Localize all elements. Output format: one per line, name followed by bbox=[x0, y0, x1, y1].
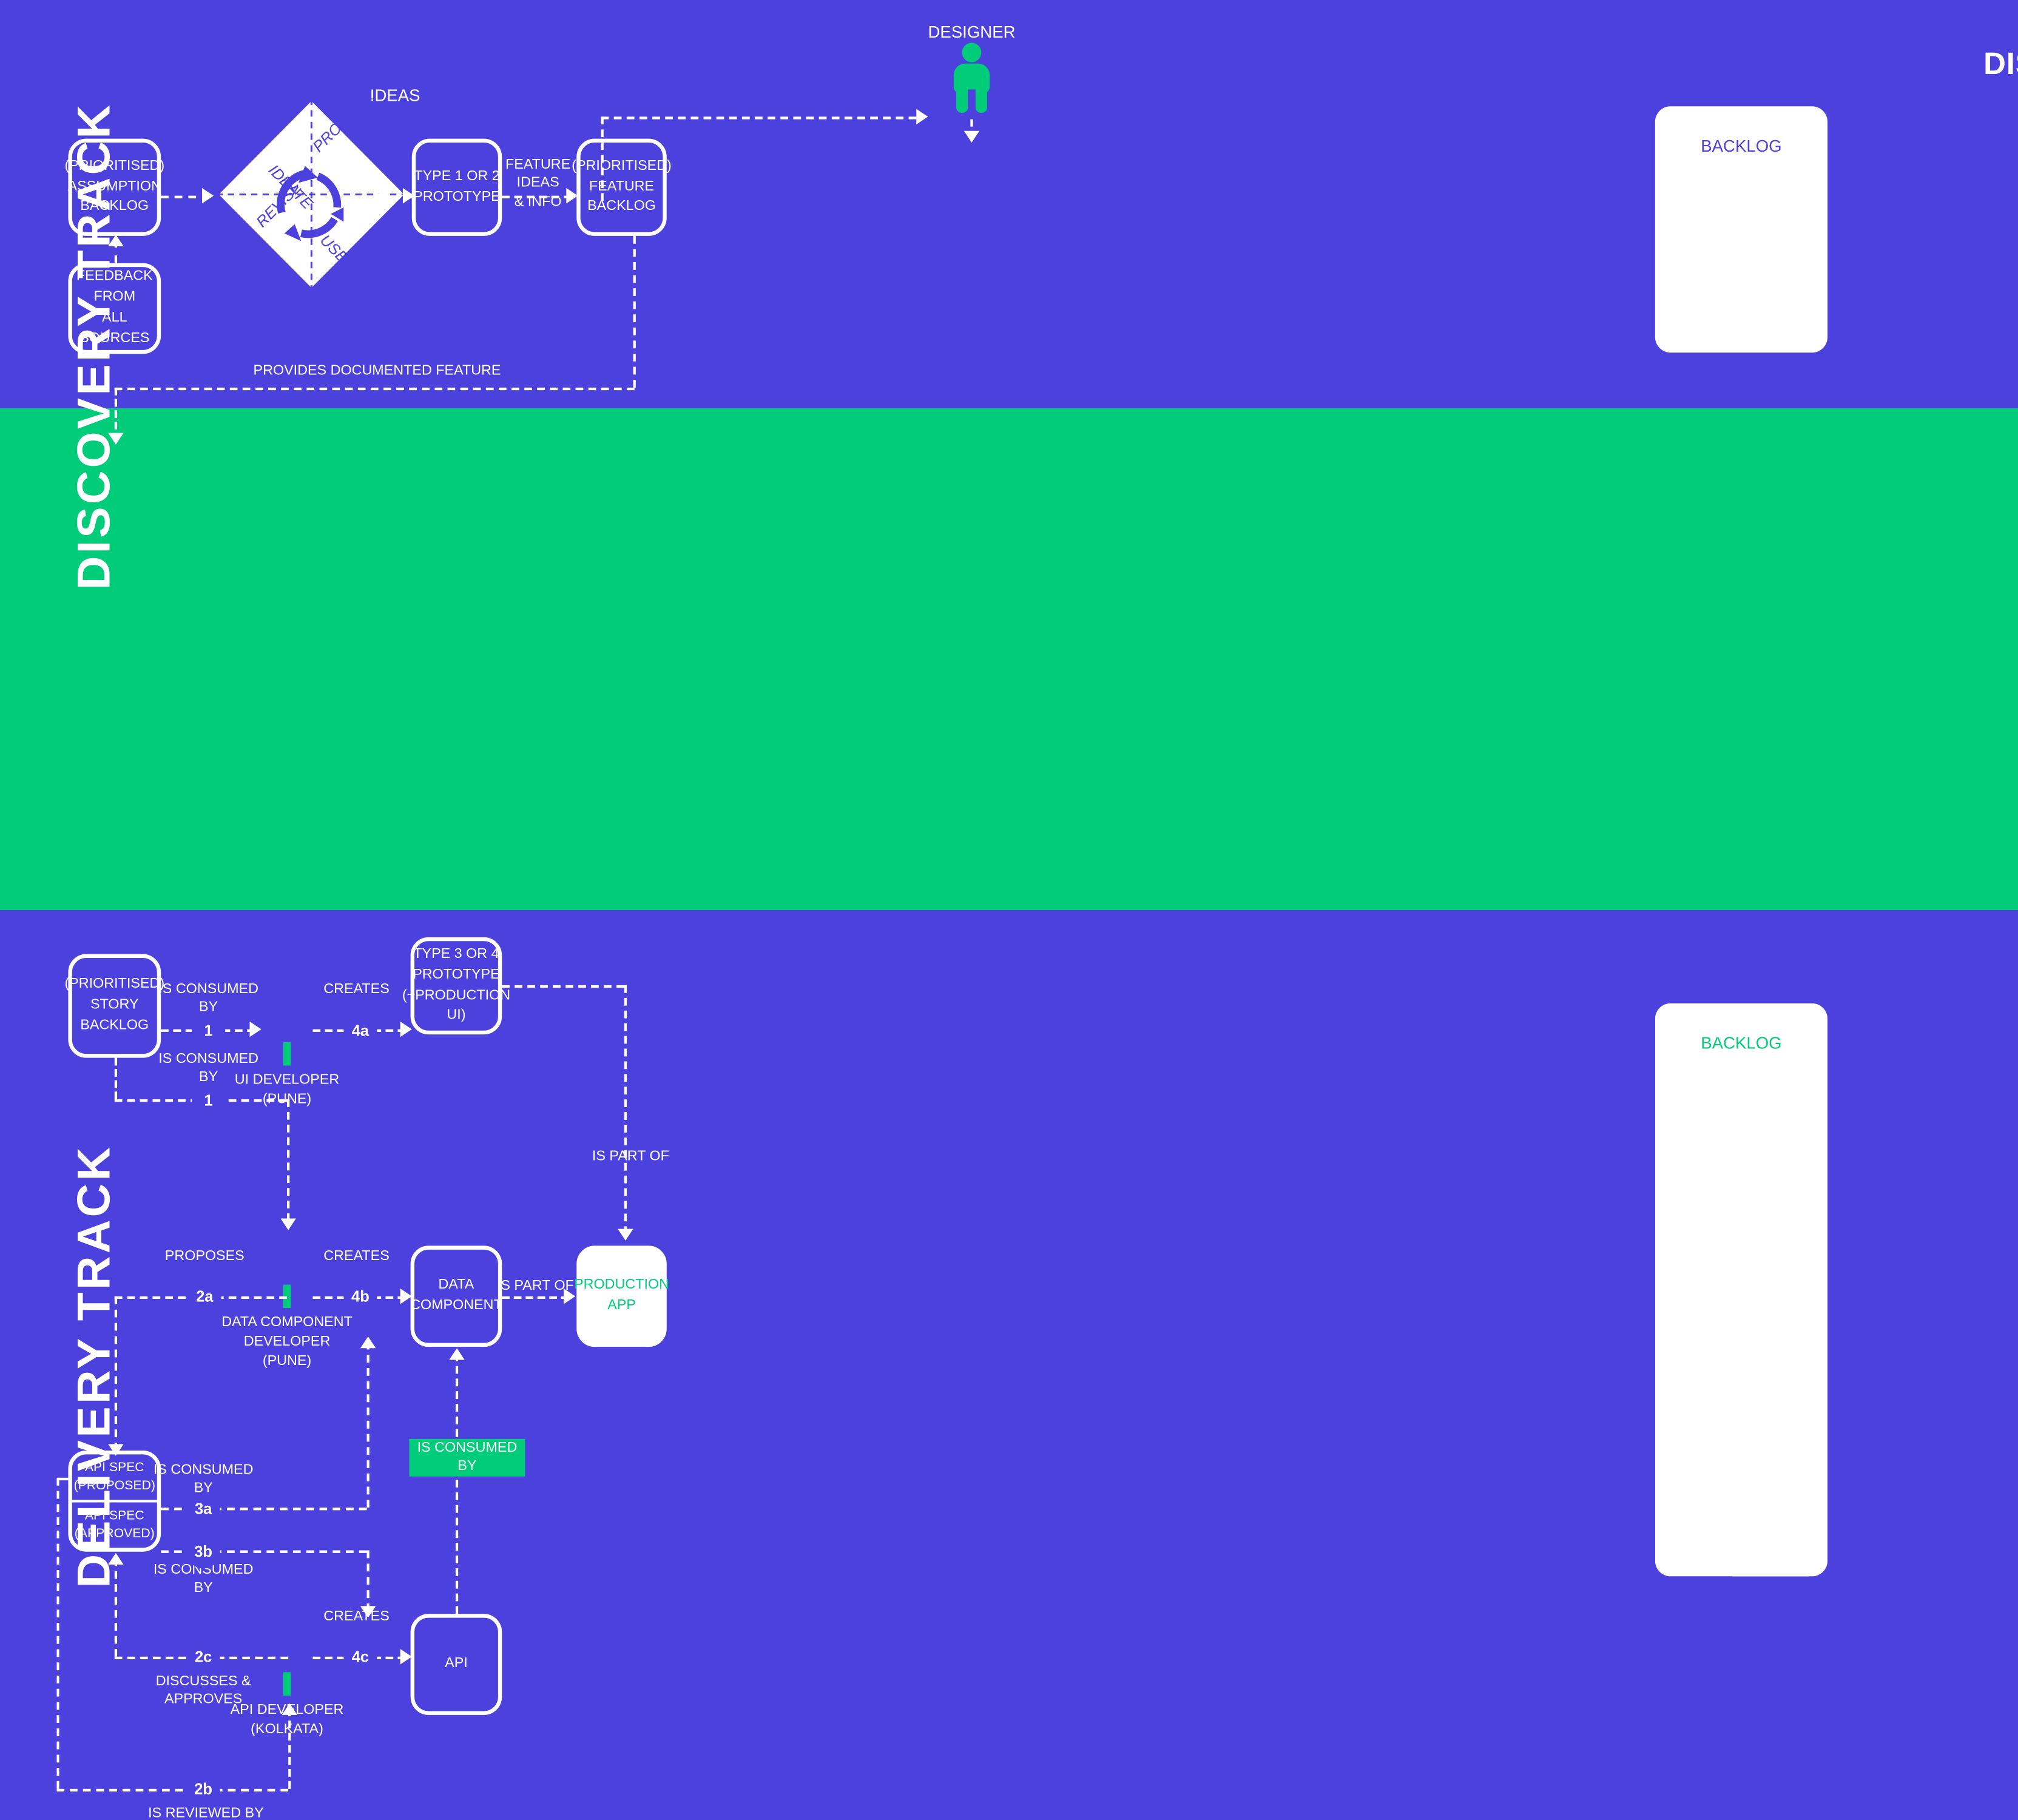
ui-developer-icon bbox=[265, 996, 309, 1066]
badge-4c: 4c bbox=[343, 1639, 377, 1674]
prototype34-to-production-line bbox=[502, 985, 624, 988]
edge-label-is-part-of-prototype: IS PART OF bbox=[592, 1148, 669, 1164]
node-prioritised-feature-backlog-text: (PRIORITISED) FEATURE BACKLOG bbox=[572, 157, 672, 215]
prototype34-to-production-vline bbox=[624, 985, 627, 1235]
is-reviewed-by-vline-right bbox=[288, 1708, 291, 1789]
documented-feature-line-down-right bbox=[633, 235, 636, 388]
feedback-to-assumption-line bbox=[114, 240, 118, 263]
node-type-1-or-2-prototype: TYPE 1 OR 2 PROTOTYPE bbox=[411, 138, 502, 236]
data-dev-arrowhead bbox=[280, 1218, 296, 1230]
edge-label-creates-4a: CREATES bbox=[323, 981, 390, 997]
node-api-spec-proposed-text: API SPEC (PROPOSED) bbox=[73, 1460, 155, 1493]
node-production-app: PRODUCTION APP bbox=[574, 1245, 669, 1347]
data-component-to-production-app-line bbox=[502, 1296, 569, 1299]
story-backlog-to-ui-dev-arrowhead bbox=[249, 1021, 262, 1037]
api-spec-proposed-to-data-dev-vline bbox=[366, 1341, 370, 1508]
badge-4b: 4b bbox=[343, 1279, 377, 1313]
designer-to-prototype-arrowhead bbox=[963, 130, 980, 143]
edge-label-feature-ideas-info: FEATURE IDEAS & INFO bbox=[505, 157, 571, 210]
badge-2b: 2b bbox=[186, 1771, 220, 1806]
documented-feature-line-horizontal bbox=[114, 387, 635, 391]
node-assumption-backlog: (PRIORITISED) ASSUMPTION BACKLOG bbox=[64, 138, 164, 236]
diamond-to-prototype-arrowhead-right bbox=[402, 187, 415, 204]
node-api-spec-approved: API SPEC (APPROVED) bbox=[72, 1502, 157, 1548]
edge-label-ideas: IDEAS bbox=[370, 86, 420, 106]
node-feedback-text: FEEDBACK FROM ALL SOURCES bbox=[76, 268, 153, 346]
documented-feature-line-down-left bbox=[114, 387, 118, 441]
delivery-column-backlog-title: BACKLOG bbox=[1701, 1033, 1782, 1053]
diamond-to-prototype-line bbox=[376, 195, 412, 198]
documented-feature-arrowhead bbox=[108, 433, 124, 445]
edge-label-proposes-2a: PROPOSES bbox=[164, 1248, 245, 1264]
edge-label-creates-4b: CREATES bbox=[323, 1248, 390, 1264]
discovery-column-backlog[interactable]: BACKLOG bbox=[1655, 106, 1828, 353]
edge-label-discusses-approves: DISCUSSES & APPROVES bbox=[155, 1673, 251, 1708]
is-reviewed-by-stub bbox=[56, 1477, 71, 1481]
ideas-connector-vertical bbox=[601, 116, 604, 201]
node-api: API bbox=[410, 1614, 502, 1715]
badge-1-data-dev: 1 bbox=[192, 1084, 226, 1117]
node-type-3-or-4-prototype-text: TYPE 3 OR 4 PROTOTYPE (~PRODUCTION UI) bbox=[402, 946, 511, 1023]
badge-2c: 2c bbox=[186, 1639, 220, 1674]
badge-3a: 3a bbox=[186, 1492, 220, 1526]
node-feedback-all-sources: FEEDBACK FROM ALL SOURCES bbox=[68, 263, 161, 354]
api-spec-proposed-to-data-dev-arrowhead bbox=[360, 1336, 376, 1349]
edge-label-provides-documented-feature: PROVIDES DOCUMENTED FEATURE bbox=[253, 363, 501, 379]
discovery-board-title: DISCOVERY TRACK - PRIORITISED FEATURE BA… bbox=[1983, 46, 2018, 82]
node-type-1-or-2-prototype-text: TYPE 1 OR 2 PROTOTYPE bbox=[413, 167, 501, 204]
designer-label: DESIGNER bbox=[928, 22, 1016, 42]
api-developer-icon bbox=[265, 1625, 309, 1696]
node-type-3-or-4-prototype-real: TYPE 3 OR 4 PROTOTYPE (~PRODUCTION UI) bbox=[402, 937, 510, 1035]
node-prioritised-feature-backlog: (PRIORITISED) FEATURE BACKLOG bbox=[572, 138, 672, 236]
is-reviewed-by-line bbox=[56, 1788, 289, 1791]
feedback-to-assumption-arrowhead bbox=[108, 234, 124, 246]
node-data-component-text: DATA COMPONENT bbox=[410, 1276, 502, 1313]
edge-label-is-consumed-by-api: IS CONSUMED BY bbox=[409, 1438, 525, 1476]
delivery-board-title: DELIVERY TRACK JIRA BOARD bbox=[1655, 931, 2018, 967]
node-api-spec-proposed: API SPEC (PROPOSED) bbox=[72, 1454, 157, 1503]
badge-2a: 2a bbox=[187, 1279, 221, 1313]
edge-label-is-consumed-by-1b: IS CONSUMED BY bbox=[158, 1051, 258, 1086]
ideas-connector-horizontal bbox=[601, 116, 917, 120]
ideas-arrowhead bbox=[916, 109, 928, 125]
edge-label-creates-4c: CREATES bbox=[323, 1608, 390, 1625]
edge-label-is-part-of-data: IS PART OF bbox=[496, 1278, 574, 1294]
proposes-down-line bbox=[114, 1296, 118, 1451]
discusses-approves-arrowhead bbox=[108, 1552, 124, 1565]
api-to-data-component-arrowhead bbox=[449, 1348, 465, 1360]
designer-to-prototype-line bbox=[970, 119, 973, 139]
data-dev-down-line bbox=[287, 1099, 290, 1221]
double-diamond-cycle: IDEATE PROTOTYPE REVISE USER TEST bbox=[216, 98, 407, 291]
badge-1-ui-dev: 1 bbox=[192, 1013, 226, 1048]
api-to-data-component-line bbox=[455, 1353, 459, 1614]
assumption-to-diamond-arrowhead bbox=[202, 187, 214, 204]
is-reviewed-by-arrowhead bbox=[282, 1703, 297, 1715]
discovery-column-backlog-title: BACKLOG bbox=[1701, 136, 1782, 156]
is-reviewed-by-vline-left bbox=[56, 1477, 59, 1789]
prototype-to-feature-backlog-line bbox=[502, 195, 572, 198]
prototype-to-feature-backlog-arrowhead bbox=[566, 187, 578, 204]
edge-label-is-reviewed-by: IS REVIEWED BY bbox=[148, 1805, 264, 1820]
delivery-column-backlog[interactable]: BACKLOG bbox=[1655, 1003, 1828, 1577]
designer-icon bbox=[950, 42, 993, 113]
badge-3b: 3b bbox=[186, 1534, 220, 1569]
assumption-to-diamond-line bbox=[161, 195, 210, 198]
node-data-component: DATA COMPONENT bbox=[410, 1245, 502, 1347]
diamond-to-prototype-arrowhead-left bbox=[376, 187, 388, 204]
badge-4a: 4a bbox=[343, 1013, 377, 1048]
node-api-text: API bbox=[445, 1655, 468, 1671]
delivery-track-band bbox=[0, 408, 2018, 910]
node-production-app-text: PRODUCTION APP bbox=[574, 1276, 669, 1313]
prototype34-to-production-arrowhead bbox=[618, 1228, 633, 1241]
node-prioritised-story-backlog: (PRIORITISED) STORY BACKLOG bbox=[64, 954, 164, 1058]
discusses-approves-vline bbox=[114, 1558, 118, 1657]
data-component-developer-label: DATA COMPONENT DEVELOPER (PUNE) bbox=[221, 1314, 353, 1369]
edge-label-is-consumed-by-1: IS CONSUMED BY bbox=[158, 981, 258, 1016]
node-api-spec-approved-text: API SPEC (APPROVED) bbox=[74, 1508, 155, 1541]
api-spec-approved-to-api-dev-vline bbox=[366, 1550, 370, 1611]
story-backlog-down-line bbox=[114, 1057, 118, 1099]
node-prioritised-story-backlog-text: (PRIORITISED) STORY BACKLOG bbox=[64, 976, 165, 1033]
node-assumption-backlog-text: (PRIORITISED) ASSUMPTION BACKLOG bbox=[64, 157, 165, 215]
